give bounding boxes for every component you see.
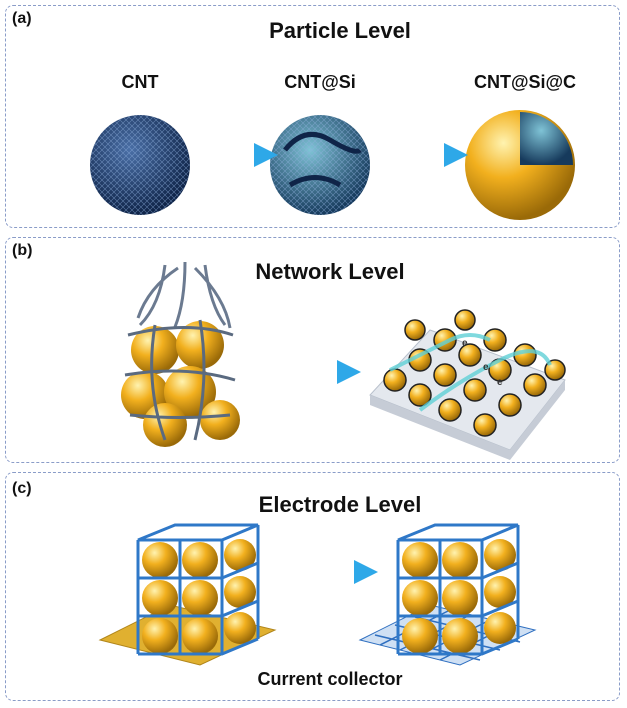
panel-particle-level <box>5 5 620 228</box>
panel-label-a: (a) <box>12 10 32 27</box>
panel-title-particle: Particle Level <box>269 18 411 43</box>
panel-label-b: (b) <box>12 242 33 259</box>
panel-electrode-level <box>5 472 620 701</box>
panel-network-level <box>5 237 620 463</box>
cnt-net-bag <box>121 261 240 447</box>
cnt-si-c-sphere <box>465 110 575 220</box>
electrode-cube-gold-collector <box>98 523 277 666</box>
electron-label: e <box>462 338 468 349</box>
network-electrode: e e e <box>369 309 566 460</box>
label-cnt-si: CNT@Si <box>284 72 356 92</box>
label-cnt-si-c: CNT@Si@C <box>473 72 577 92</box>
panel-title-electrode: Electrode Level <box>258 492 422 517</box>
electron-label: e <box>483 362 489 373</box>
current-collector-caption: Current collector <box>257 669 403 689</box>
cnt-sphere <box>90 115 190 215</box>
cnt-si-sphere <box>270 115 370 215</box>
electron-label: e <box>497 377 503 388</box>
electrode-cube-cnt-collector <box>358 523 537 666</box>
panel-title-network: Network Level <box>255 259 405 284</box>
panel-label-c: (c) <box>12 480 32 497</box>
label-cnt: CNT <box>121 72 159 92</box>
